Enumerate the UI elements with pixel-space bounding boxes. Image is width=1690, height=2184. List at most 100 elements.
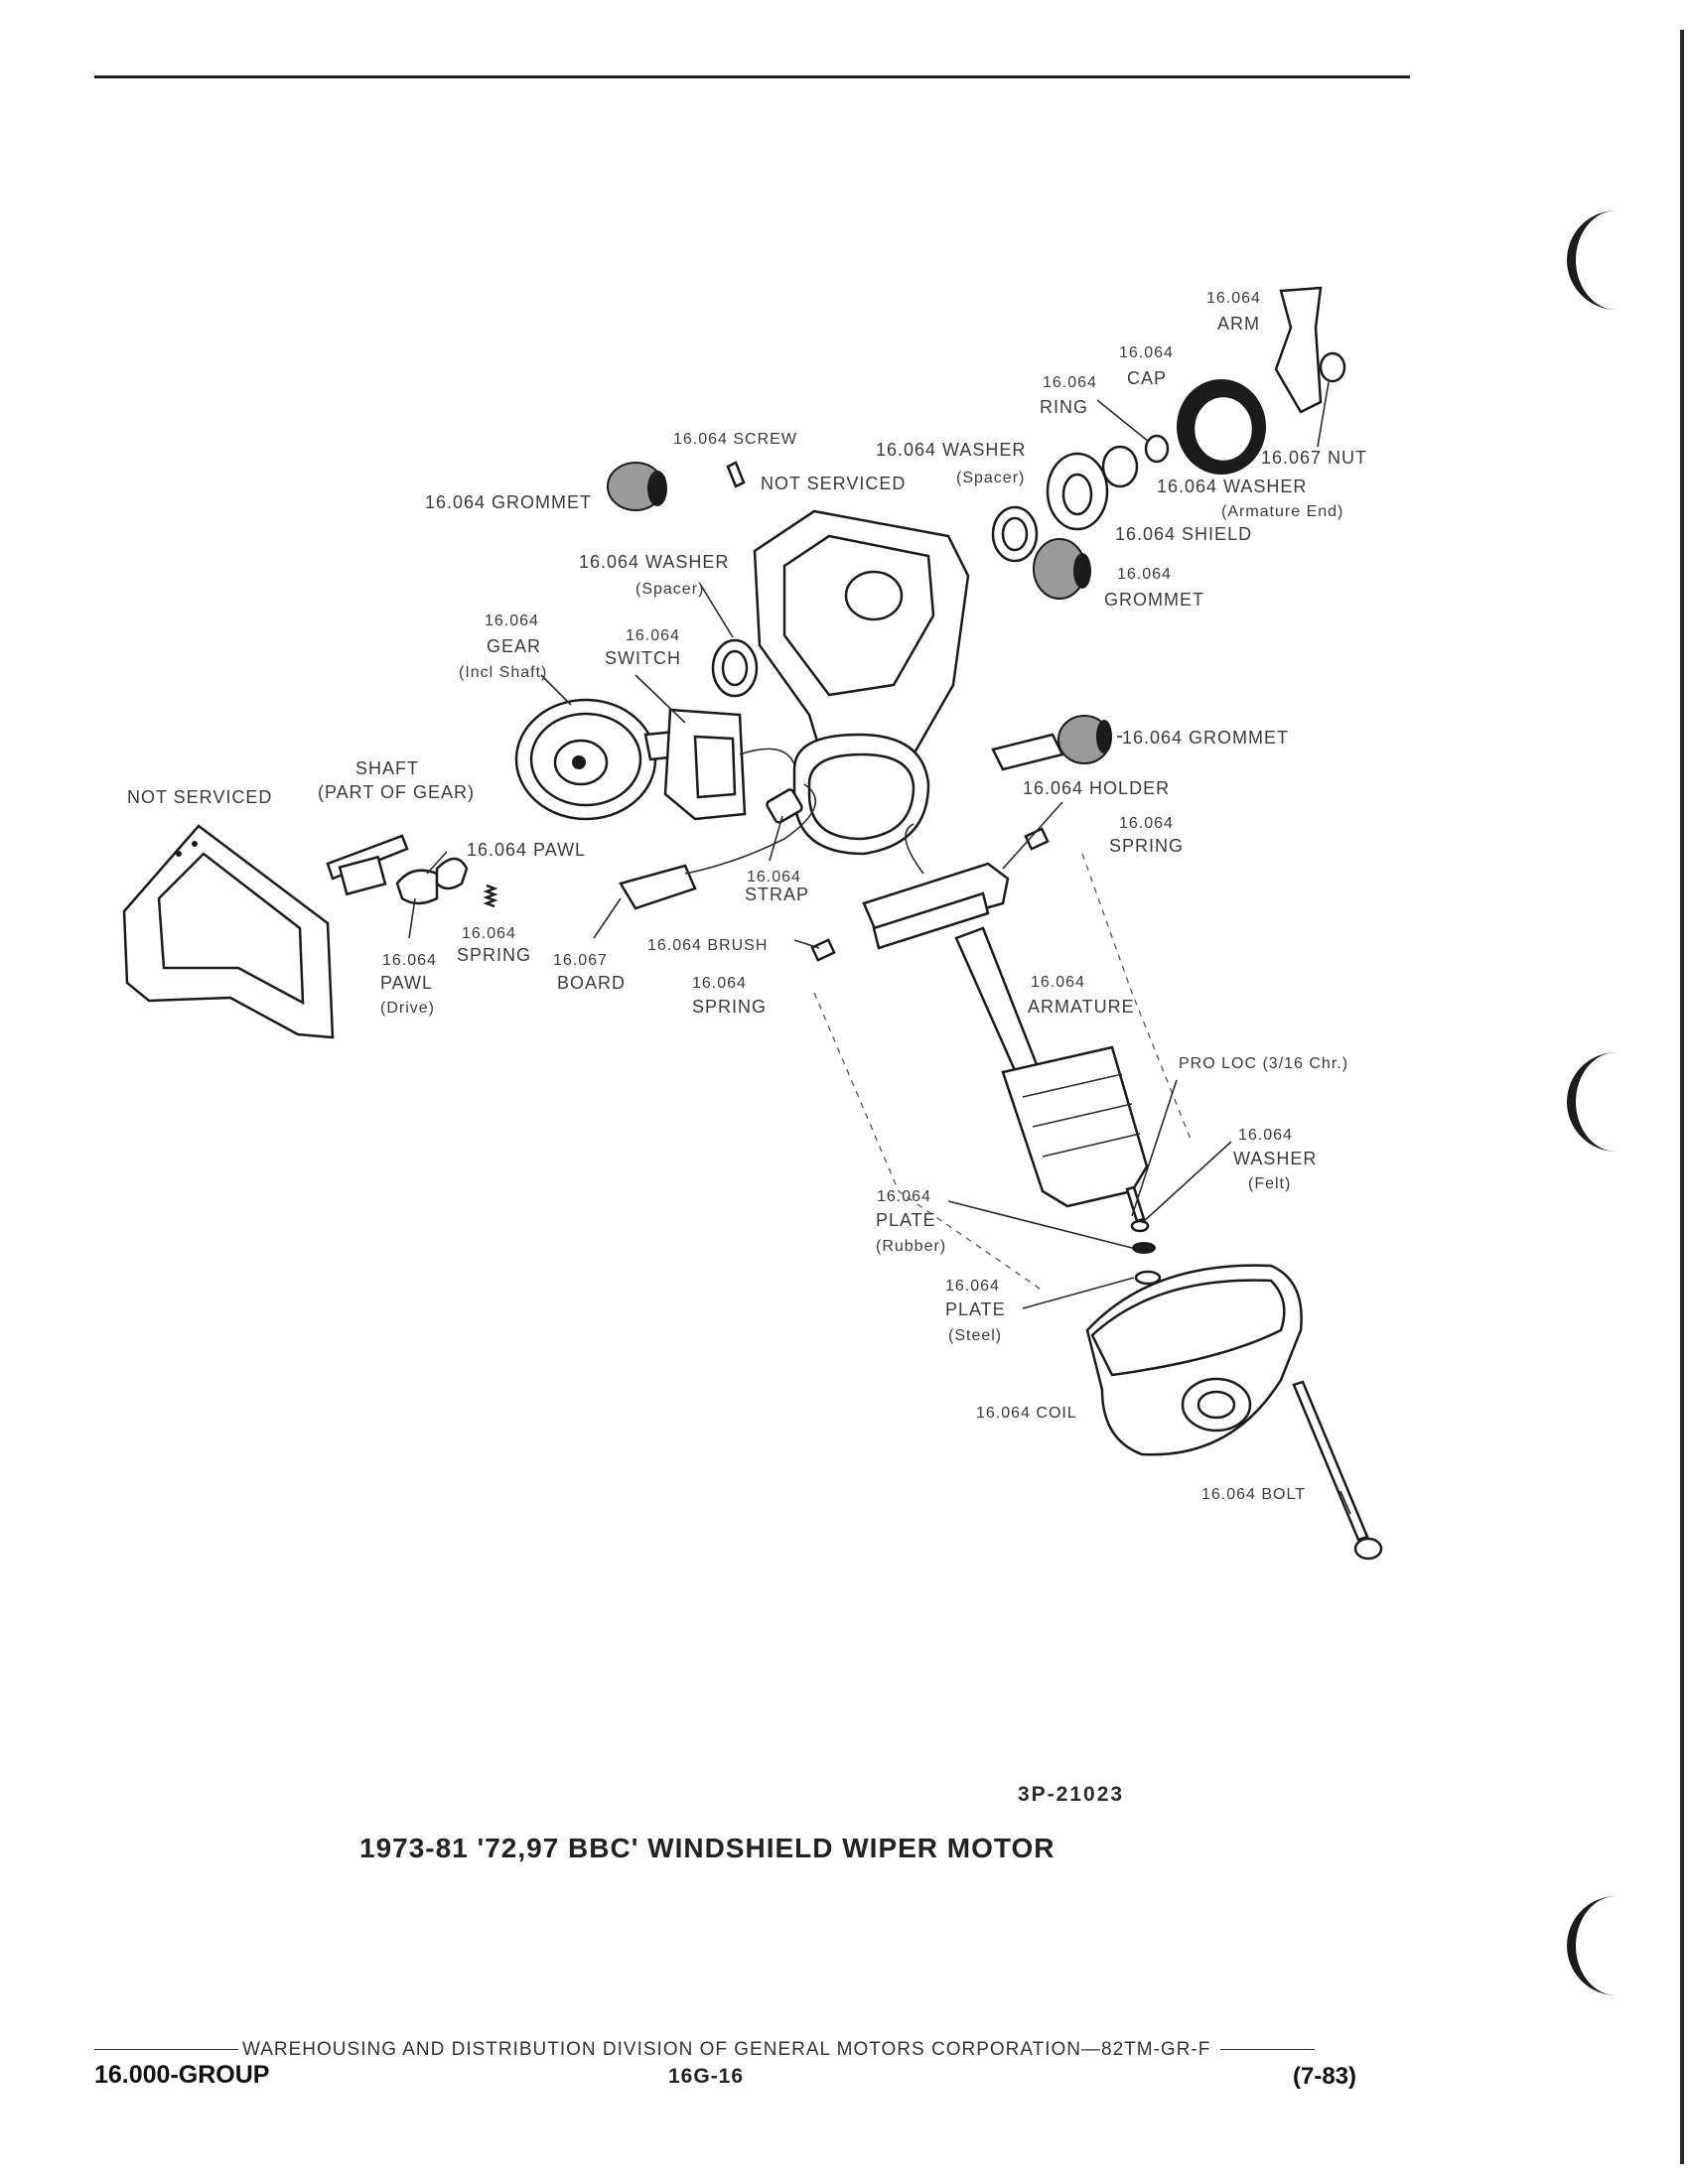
leader-nut <box>1317 381 1330 448</box>
cap-part <box>1177 379 1266 475</box>
label-plate-steel-note: (Steel) <box>948 1327 1002 1344</box>
label-proloc: PRO LOC (3/16 Chr.) <box>1179 1055 1348 1072</box>
label-washer-spacer-top-note: (Spacer) <box>956 470 1025 486</box>
label-coil: 16.064 COIL <box>976 1405 1077 1422</box>
label-washer-spacer-left: 16.064 WASHER <box>579 552 729 572</box>
binder-hole-top <box>1567 210 1635 310</box>
label-shaft: SHAFT <box>355 758 419 778</box>
label-washer-felt-number: 16.064 <box>1238 1127 1293 1144</box>
label-gear: GEAR <box>487 636 541 656</box>
page-edge <box>1680 30 1684 2164</box>
washer-spacer-top-hole <box>1001 516 1029 552</box>
label-ring-number: 16.064 <box>1043 374 1097 391</box>
grommet-left-part <box>607 462 667 511</box>
plate-steel-part <box>1134 1270 1162 1286</box>
label-spring-left: SPRING <box>457 945 531 965</box>
figure-code: 3P-21023 <box>1018 1783 1125 1806</box>
figure-caption: 1973-81 '72,97 BBC' WINDSHIELD WIPER MOT… <box>359 1833 1056 1863</box>
label-plate-steel: PLATE <box>945 1299 1006 1319</box>
label-spring-right-number: 16.064 <box>1119 815 1174 832</box>
leader-washer-spacer-left <box>699 583 734 638</box>
plate-rubber-part <box>1132 1242 1156 1254</box>
label-board: BOARD <box>557 973 626 993</box>
label-pawl-drive: PAWL <box>380 973 433 993</box>
ring-part <box>1144 434 1170 464</box>
grommet-middle-part <box>991 715 1112 771</box>
leader-strap <box>769 815 783 862</box>
footer-group: 16.000-GROUP <box>94 2061 270 2089</box>
label-holder: 16.064 HOLDER <box>1023 778 1170 798</box>
washer-felt-part <box>1130 1219 1150 1233</box>
footer-publisher-line: WAREHOUSING AND DISTRIBUTION DIVISION OF… <box>94 2039 1370 2061</box>
label-pawl-drive-number: 16.064 <box>382 952 437 969</box>
binder-hole-middle <box>1567 1052 1635 1152</box>
nut-part <box>1319 351 1346 383</box>
leader-pawl-drive <box>408 897 416 939</box>
footer-rule-right <box>1220 2049 1316 2051</box>
label-arm: ARM <box>1217 314 1260 334</box>
label-switch: SWITCH <box>605 648 681 668</box>
footer-date: (7-83) <box>1293 2063 1357 2090</box>
label-strap: STRAP <box>745 885 809 904</box>
label-spring-bottom-number: 16.064 <box>692 975 747 992</box>
gear-housing-part <box>753 509 970 856</box>
label-cap: CAP <box>1127 368 1167 388</box>
footer-publisher: WAREHOUSING AND DISTRIBUTION DIVISION OF… <box>242 2039 1211 2060</box>
label-washer-spacer-left-note: (Spacer) <box>635 581 704 598</box>
washer-spacer-left-hole <box>721 649 749 687</box>
label-screw: 16.064 SCREW <box>673 431 797 448</box>
label-gear-number: 16.064 <box>485 613 539 629</box>
brush-left-part <box>810 938 836 962</box>
bolt-part <box>1292 1380 1383 1561</box>
gear-part <box>514 698 699 821</box>
label-grommet-left: 16.064 GROMMET <box>425 492 592 512</box>
board-part <box>619 783 816 910</box>
leader-brush <box>793 939 820 949</box>
label-gear-note: (Incl Shaft) <box>459 664 547 681</box>
leader-board <box>593 897 622 939</box>
binder-hole-bottom <box>1567 1896 1635 1995</box>
label-washer-armature-end: 16.064 WASHER <box>1157 477 1307 496</box>
label-shaft-note: (PART OF GEAR) <box>318 782 475 802</box>
leader-proloc <box>1131 1079 1178 1217</box>
label-washer-felt-note: (Felt) <box>1248 1175 1291 1192</box>
leader-plate-steel <box>1022 1277 1135 1309</box>
label-not-serviced-left: NOT SERVICED <box>127 787 272 807</box>
top-rule <box>94 75 1410 78</box>
coil-part <box>1085 1264 1303 1456</box>
label-washer-felt: WASHER <box>1233 1149 1317 1168</box>
brush-right-part <box>1024 827 1050 851</box>
label-ring: RING <box>1040 397 1088 417</box>
leader-ring <box>1096 399 1150 443</box>
leader-plate-rubber <box>947 1200 1133 1249</box>
footer-page-number: 16G-16 <box>668 2065 745 2088</box>
label-grommet-right-number: 16.064 <box>1117 566 1172 583</box>
label-pawl-drive-note: (Drive) <box>380 1000 435 1017</box>
assembly-line-right <box>1081 853 1193 1143</box>
label-washer-spacer-top: 16.064 WASHER <box>876 440 1026 460</box>
screw-part <box>726 461 746 488</box>
label-board-number: 16.067 <box>553 952 608 969</box>
label-washer-armature-end-note: (Armature End) <box>1221 503 1343 520</box>
leader-holder <box>1002 801 1063 870</box>
leader-bolt <box>1339 1490 1351 1515</box>
assembly-line-left <box>813 992 1044 1292</box>
label-armature: ARMATURE <box>1028 997 1135 1017</box>
arm-part <box>1274 286 1323 414</box>
cover-plate-part <box>122 824 335 1039</box>
label-brush: 16.064 BRUSH <box>647 937 768 954</box>
label-armature-number: 16.064 <box>1031 974 1085 991</box>
label-nut: 16.067 NUT <box>1261 448 1367 468</box>
shield-part <box>1046 452 1109 531</box>
label-plate-rubber-note: (Rubber) <box>876 1238 946 1255</box>
leader-washer-felt <box>1141 1141 1232 1224</box>
label-plate-rubber-number: 16.064 <box>877 1188 931 1205</box>
strap-part <box>766 788 803 824</box>
brush-holder-part <box>862 823 1010 950</box>
label-bolt: 16.064 BOLT <box>1201 1486 1306 1503</box>
label-arm-number: 16.064 <box>1206 290 1261 307</box>
footer-rule-left <box>94 2049 238 2051</box>
label-strap-number: 16.064 <box>747 869 801 886</box>
label-plate-rubber: PLATE <box>876 1210 936 1230</box>
